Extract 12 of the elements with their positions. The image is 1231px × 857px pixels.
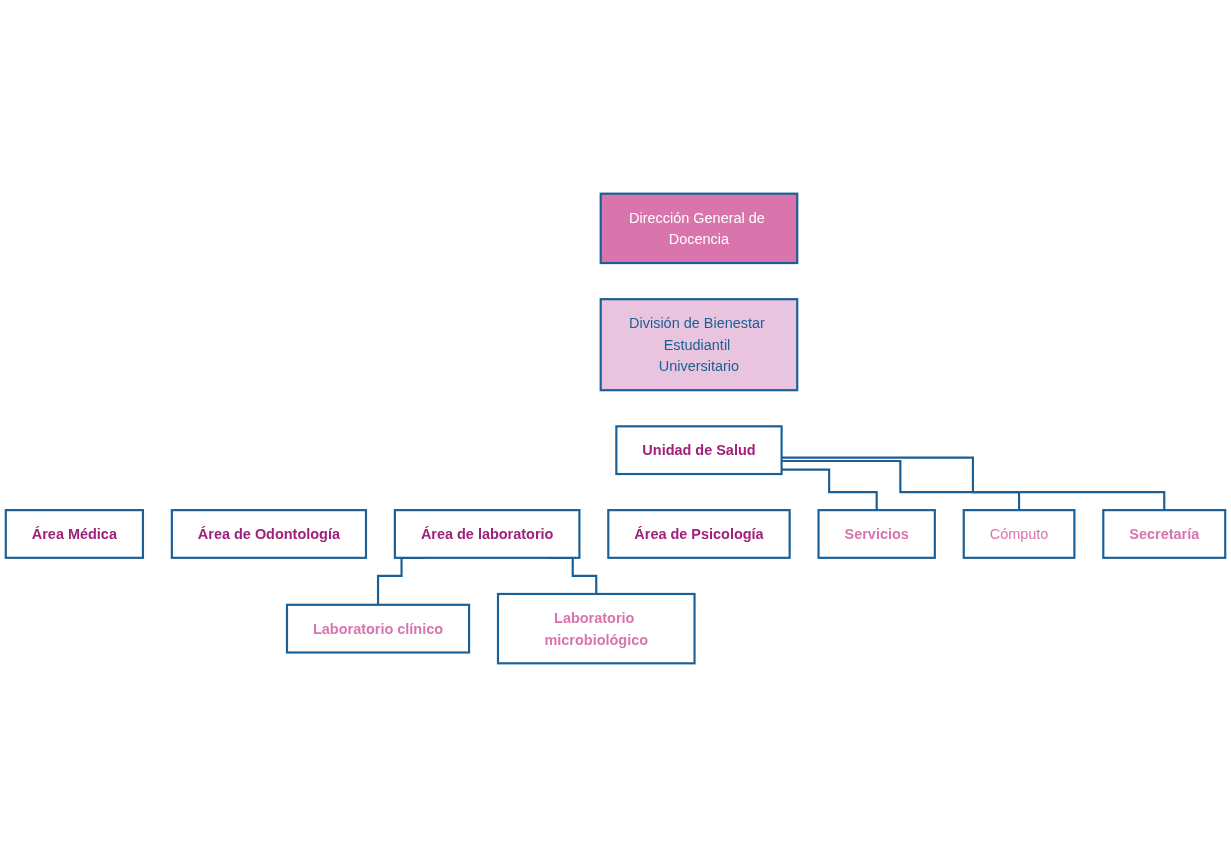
node-box: Laboratorio clínico: [285, 603, 471, 654]
node-box: División de Bienestar Estudiantil Universitario: [599, 298, 799, 392]
node-box: Laboratorio microbiológico: [496, 592, 696, 665]
node-box: Dirección General de Docencia: [599, 192, 799, 265]
node-box: Área de Odontología: [170, 509, 368, 559]
node-box: Secretaría: [1102, 509, 1227, 559]
node-box: Servicios: [817, 509, 936, 559]
node-box: Área de Psicología: [607, 509, 791, 559]
node-box: Área de laboratorio: [393, 509, 581, 559]
node-box: Unidad de Salud: [615, 425, 783, 476]
node-box: Área Médica: [4, 509, 145, 559]
node-box: Cómputo: [962, 509, 1076, 559]
